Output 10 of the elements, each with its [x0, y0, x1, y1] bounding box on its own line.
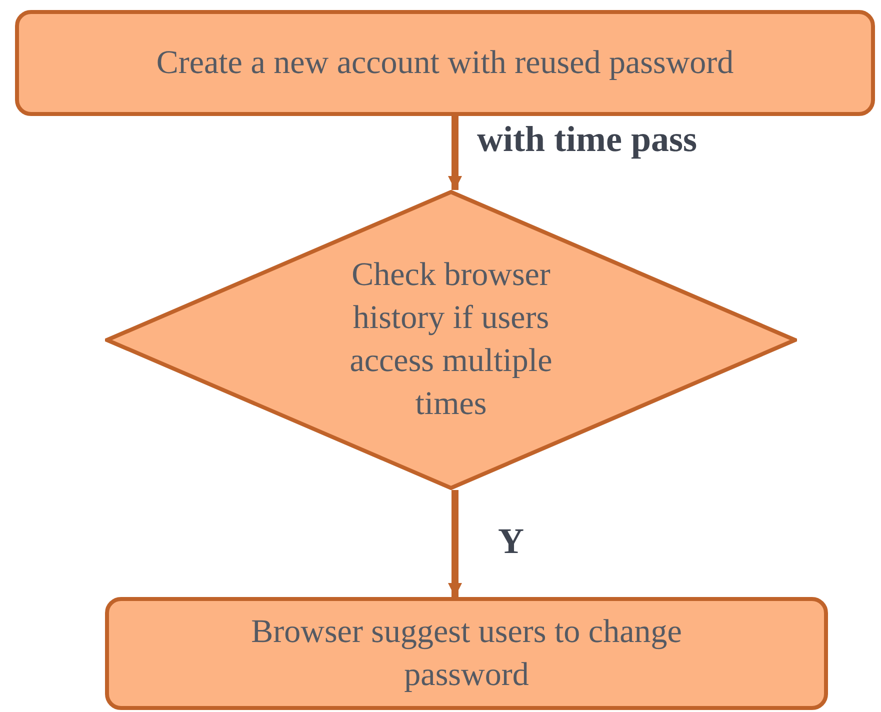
- decision-diamond: [105, 190, 797, 490]
- process-box: [15, 10, 875, 116]
- edge-label: Y: [498, 520, 524, 562]
- edge-label: with time pass: [477, 118, 698, 160]
- node-text: Create a new account with reused password: [155, 44, 735, 83]
- arrow: [448, 116, 462, 190]
- node-text: Browser suggest users to change password: [250, 612, 683, 694]
- arrow: [448, 490, 462, 597]
- process-box: [105, 597, 828, 710]
- node-text: Check browser history if users access multiple times: [348, 256, 554, 424]
